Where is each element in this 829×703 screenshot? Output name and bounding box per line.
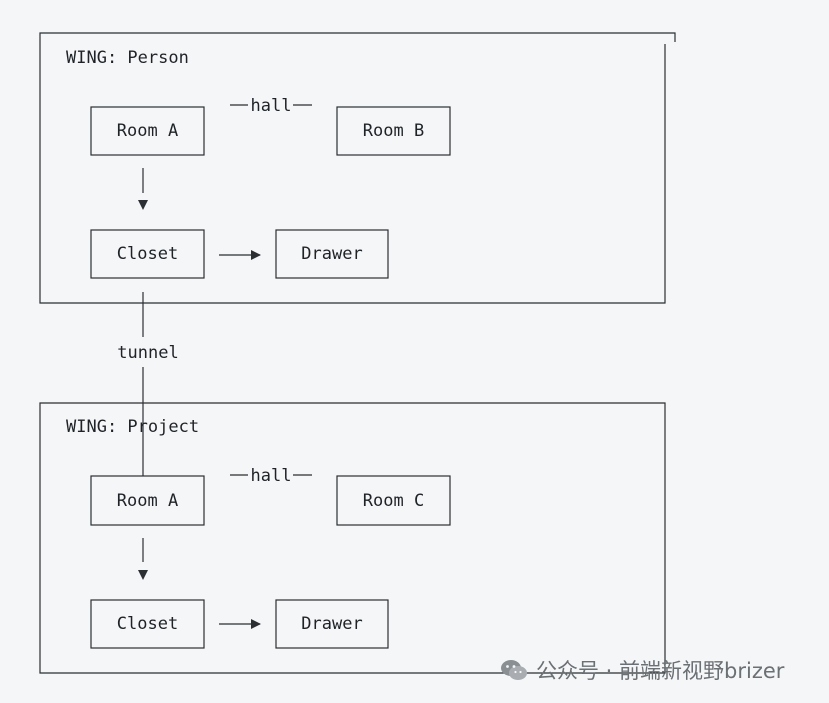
room-a-label: Room A — [117, 121, 178, 141]
down-arrow-icon — [138, 570, 148, 580]
watermark: 公众号 · 前端新视野brizer — [500, 655, 784, 685]
hall-label: hall — [251, 96, 292, 116]
room-a-box — [90, 106, 205, 156]
tunnel-connector: tunnel — [117, 292, 179, 476]
tunnel-label: tunnel — [117, 343, 178, 363]
closet-box — [90, 599, 205, 649]
wing-person-frame — [39, 32, 676, 304]
wing-project-frame — [39, 402, 666, 674]
room-b-box — [336, 106, 451, 156]
drawer-box — [275, 599, 389, 649]
room-c-label: Room C — [363, 491, 424, 511]
room-c-box — [336, 475, 451, 526]
watermark-text: 公众号 · 前端新视野brizer — [536, 659, 785, 683]
closet-box — [90, 229, 205, 279]
drawer-box — [275, 229, 389, 279]
room-b-label: Room B — [363, 121, 424, 141]
closet-label: Closet — [117, 244, 178, 264]
wechat-icon — [501, 660, 527, 680]
drawer-label: Drawer — [301, 244, 362, 264]
hall-label: hall — [251, 466, 292, 486]
room-a-box — [90, 475, 205, 526]
closet-label: Closet — [117, 614, 178, 634]
wing-person-title: WING: Person — [66, 48, 189, 68]
room-a-label: Room A — [117, 491, 178, 511]
down-arrow-icon — [138, 200, 148, 210]
wing-project-title: WING: Project — [66, 417, 199, 437]
drawer-label: Drawer — [301, 614, 362, 634]
wing-project: WING: Project Room A Room C hall Closet … — [39, 402, 666, 674]
wing-person: WING: Person Room A Room B hall Closet D… — [39, 32, 676, 304]
